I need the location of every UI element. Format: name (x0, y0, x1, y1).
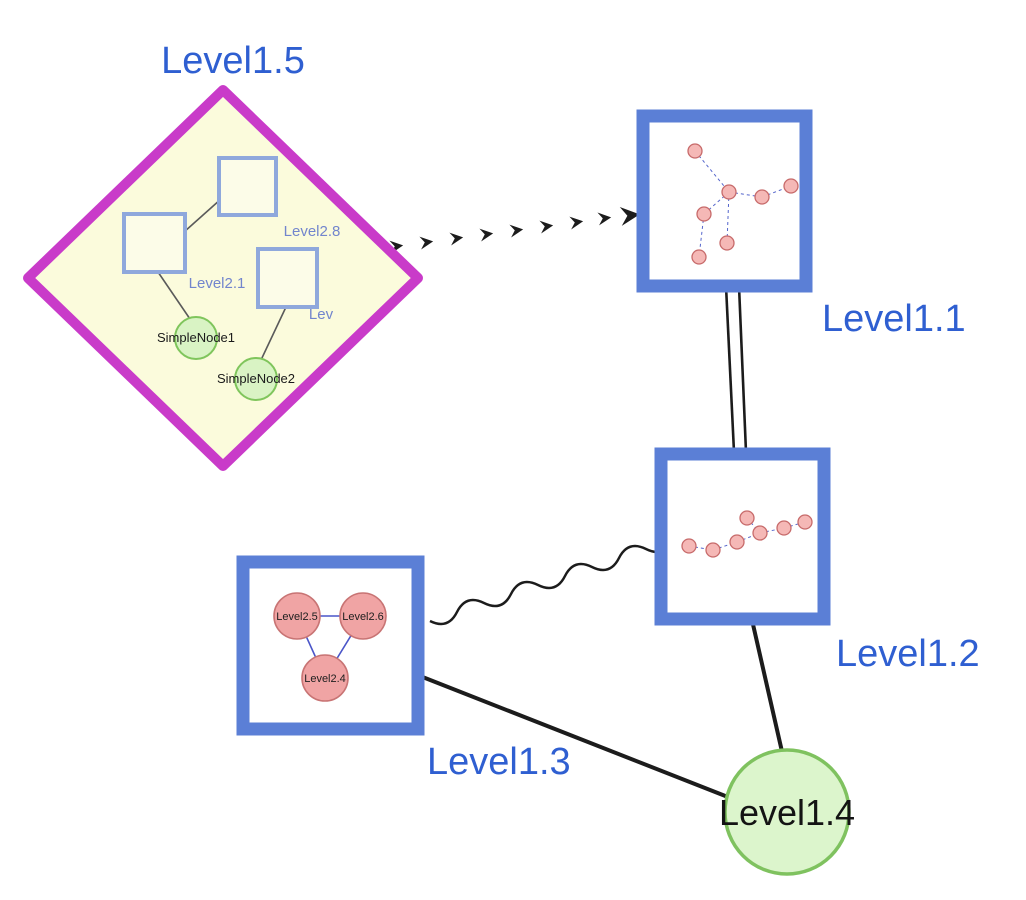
level1-4-circle[interactable] (723, 748, 851, 876)
edge-level1-1-to-level1-2[interactable] (724, 285, 748, 453)
label-level2-5: Level2.5 (276, 611, 318, 623)
node-level2-4[interactable] (301, 654, 349, 702)
mini-node[interactable] (719, 235, 735, 251)
level1-3-box[interactable] (236, 555, 425, 736)
edge-level2-1-to-simplenode1[interactable] (157, 271, 191, 320)
mini-node[interactable] (705, 542, 721, 558)
level1-5-diamond[interactable] (23, 85, 423, 471)
node-level1-4: Level1.4 (719, 748, 855, 876)
label-level1-4: Level1.4 (719, 792, 855, 833)
mini-edge[interactable] (712, 541, 738, 551)
mini-node[interactable] (696, 206, 712, 222)
level1-1-mini-nodes (687, 143, 799, 265)
node-level1-5-group: Level2.8 Level2.1 Lev SimpleNode1 Simple… (23, 85, 423, 471)
label-level1-3: Level1.3 (427, 741, 571, 783)
level1-2-box[interactable] (654, 447, 831, 626)
node-level2-8[interactable] (217, 156, 278, 217)
label-level2-6: Level2.6 (342, 611, 384, 623)
mini-node[interactable] (752, 525, 768, 541)
edge-level1-2-to-level1-3[interactable] (429, 539, 675, 626)
mini-node[interactable] (687, 143, 703, 159)
node-level2-1[interactable] (122, 212, 187, 274)
level1-1-box[interactable] (636, 109, 813, 293)
node-simplenode2[interactable] (234, 357, 278, 401)
mini-node[interactable] (754, 189, 770, 205)
mini-edge[interactable] (726, 191, 730, 244)
top-level-edges (389, 206, 785, 801)
label-level2-8: Level2.8 (284, 223, 341, 240)
node-level1-2-group (654, 447, 831, 626)
level1-2-mini-nodes (681, 510, 813, 558)
level1-5-inner-edges (157, 198, 287, 361)
node-simplenode1[interactable] (174, 316, 218, 360)
label-level1-2: Level1.2 (836, 633, 980, 675)
edge-level1-3-to-level1-4[interactable] (418, 674, 735, 801)
top-level-labels: Level1.5 Level1.1 Level1.2 Level1.3 (161, 40, 980, 783)
mini-node[interactable] (691, 249, 707, 265)
label-simplenode1: SimpleNode1 (157, 330, 235, 345)
mini-node[interactable] (681, 538, 697, 554)
node-lev[interactable] (256, 247, 319, 309)
mini-node[interactable] (797, 514, 813, 530)
edge-lev-to-simplenode2[interactable] (260, 306, 287, 361)
edge-level1-2-to-level1-4[interactable] (750, 618, 785, 758)
double-line-1[interactable] (724, 285, 736, 453)
node-level2-5[interactable] (273, 592, 321, 640)
edge-level1-5-to-level1-1[interactable] (389, 206, 640, 254)
label-level1-5: Level1.5 (161, 40, 305, 82)
node-level2-6[interactable] (339, 592, 387, 640)
node-level1-3-group: Level2.5 Level2.6 Level2.4 (236, 555, 425, 736)
label-lev: Lev (309, 306, 334, 323)
mini-node[interactable] (721, 184, 737, 200)
label-level2-1: Level2.1 (189, 275, 246, 292)
label-simplenode2: SimpleNode2 (217, 371, 295, 386)
mini-edge[interactable] (694, 150, 730, 193)
edge-level2-1-to-level2-8[interactable] (183, 198, 222, 233)
mini-node[interactable] (739, 510, 755, 526)
node-level1-1-group (636, 109, 813, 293)
label-level2-4: Level2.4 (304, 673, 346, 685)
mini-node[interactable] (783, 178, 799, 194)
mini-node[interactable] (776, 520, 792, 536)
double-line-2[interactable] (737, 285, 748, 453)
label-level1-1: Level1.1 (822, 298, 966, 340)
mini-node[interactable] (729, 534, 745, 550)
